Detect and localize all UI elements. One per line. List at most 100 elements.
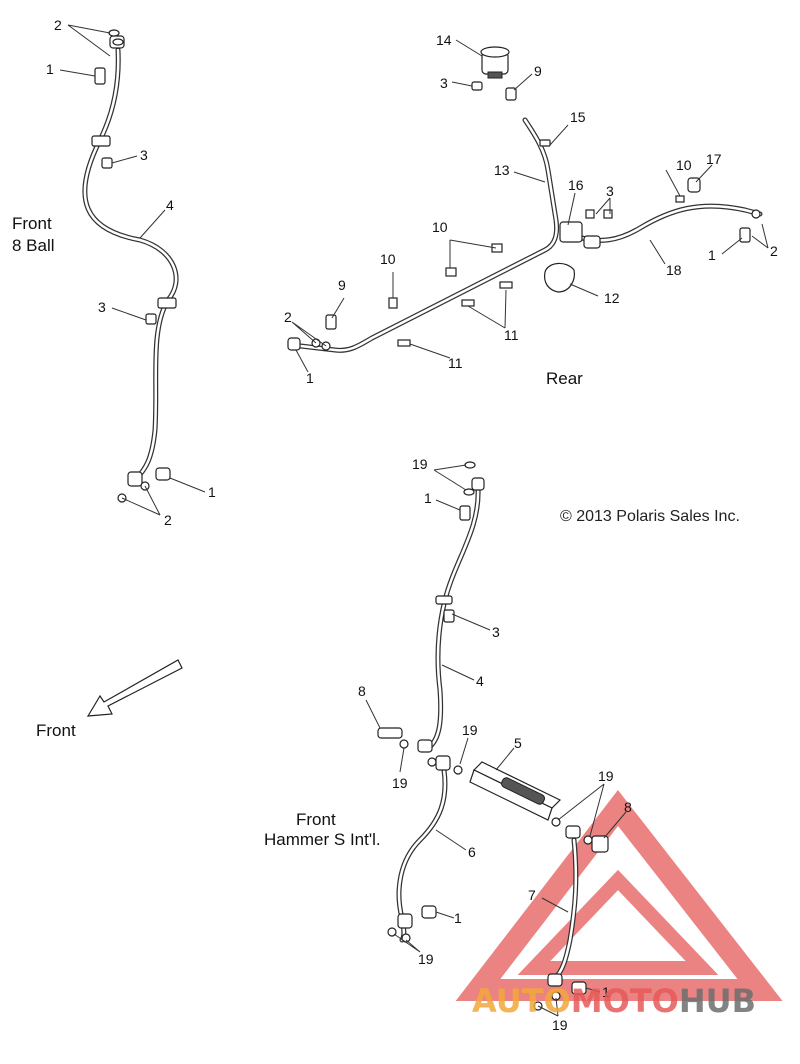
callout-2: 2 [770,243,778,259]
callout-3: 3 [492,624,500,640]
brake-distribution-block [469,761,562,821]
fitting [539,139,551,147]
callout-2: 2 [164,512,172,528]
callout-1: 1 [708,247,716,263]
callout-2: 2 [284,309,292,325]
front-direction-arrow: Front [36,659,183,740]
callout-13: 13 [494,162,510,178]
callout-5: 5 [514,735,522,751]
washer [751,209,761,219]
reservoir-cap [480,46,510,58]
callout-17: 17 [706,151,722,167]
banjo-bolt [421,905,437,919]
banjo-bolt [287,337,301,351]
callout-9: 9 [338,277,346,293]
banjo-fitting [471,477,485,491]
callout-14: 14 [436,32,452,48]
callout-2: 2 [54,17,62,33]
watermark-text-moto: MOTO [571,982,679,1020]
hose-clip [505,87,517,101]
callout-8: 8 [624,799,632,815]
bolt [101,157,113,169]
front-hammer-assembly: 19 1 3 4 8 19 19 5 19 8 6 7 1 19 1 19 Fr… [264,456,632,1033]
callout-16: 16 [568,177,584,193]
callout-3: 3 [140,147,148,163]
bolt [145,313,157,325]
clip [445,267,457,277]
section-label-front-hammer-line1: Front [296,810,336,829]
clamp [471,81,483,91]
callout-11: 11 [504,327,519,343]
cap-cover [543,262,575,293]
reservoir-outlet [487,71,503,79]
banjo-fitting [435,755,451,771]
banjo-fitting [397,913,413,929]
watermark-text: AUTOMOTOHUB [472,982,756,1020]
watermark-logo [455,790,783,1001]
callout-10: 10 [676,157,692,173]
rear-assembly: 14 3 9 15 13 16 3 10 17 10 1 2 18 12 10 … [284,32,778,388]
banjo-bolt [155,467,171,481]
callout-19: 19 [392,775,408,791]
washer [583,835,593,845]
hose-bracket [157,297,177,309]
callout-1: 1 [306,370,314,386]
banjo-bolt [739,227,751,243]
section-label-front-8ball-line1: Front [12,214,52,233]
washer [399,739,409,749]
callout-1: 1 [454,910,462,926]
callout-10: 10 [432,219,448,235]
copyright-notice: © 2013 Polaris Sales Inc. [560,508,740,525]
callout-9: 9 [534,63,542,79]
watermark-text-hub: HUB [679,982,756,1020]
bolt [603,209,613,219]
watermark-triangle-inner [517,869,719,975]
washer [427,757,437,767]
callout-4: 4 [166,197,174,213]
bolt [585,209,595,219]
banjo-bolt [591,835,609,853]
banjo-bolt [94,67,106,85]
callout-19: 19 [552,1017,568,1033]
callout-10: 10 [380,251,396,267]
clip [675,195,685,203]
section-label-front-hammer-line2: Hammer S Int'l. [264,830,381,849]
callout-12: 12 [604,290,620,306]
arrow-icon [86,659,183,717]
banjo-fitting [565,825,581,839]
callout-18: 18 [666,262,682,278]
washer [112,38,124,46]
banjo-bolt [459,505,471,521]
washer [464,461,476,469]
watermark-triangle-outer [455,790,783,1001]
callout-3: 3 [440,75,448,91]
banjo-fitting [417,739,433,753]
front-direction-label: Front [36,721,76,740]
watermark-text-auto: AUTO [472,982,571,1020]
callout-19: 19 [598,768,614,784]
clip [461,299,475,307]
hose-clip [325,314,337,330]
callout-3: 3 [606,183,614,199]
callout-1: 1 [46,61,54,77]
hose-bracket [91,135,111,147]
washer [453,765,463,775]
banjo-fitting [547,973,563,987]
callout-19: 19 [412,456,428,472]
brake-switch [583,235,601,249]
callout-19: 19 [418,951,434,967]
washer [463,488,475,496]
banjo-fitting [127,471,143,487]
callout-3: 3 [98,299,106,315]
clip [388,297,398,309]
callout-19: 19 [462,722,478,738]
front-8ball-assembly: 2 1 3 4 3 1 2 Front 8 Ball [12,17,216,528]
section-label-rear: Rear [546,369,583,388]
callout-6: 6 [468,844,476,860]
clip [397,339,411,347]
callout-1: 1 [208,484,216,500]
callout-8: 8 [358,683,366,699]
hose-bracket [435,595,453,605]
